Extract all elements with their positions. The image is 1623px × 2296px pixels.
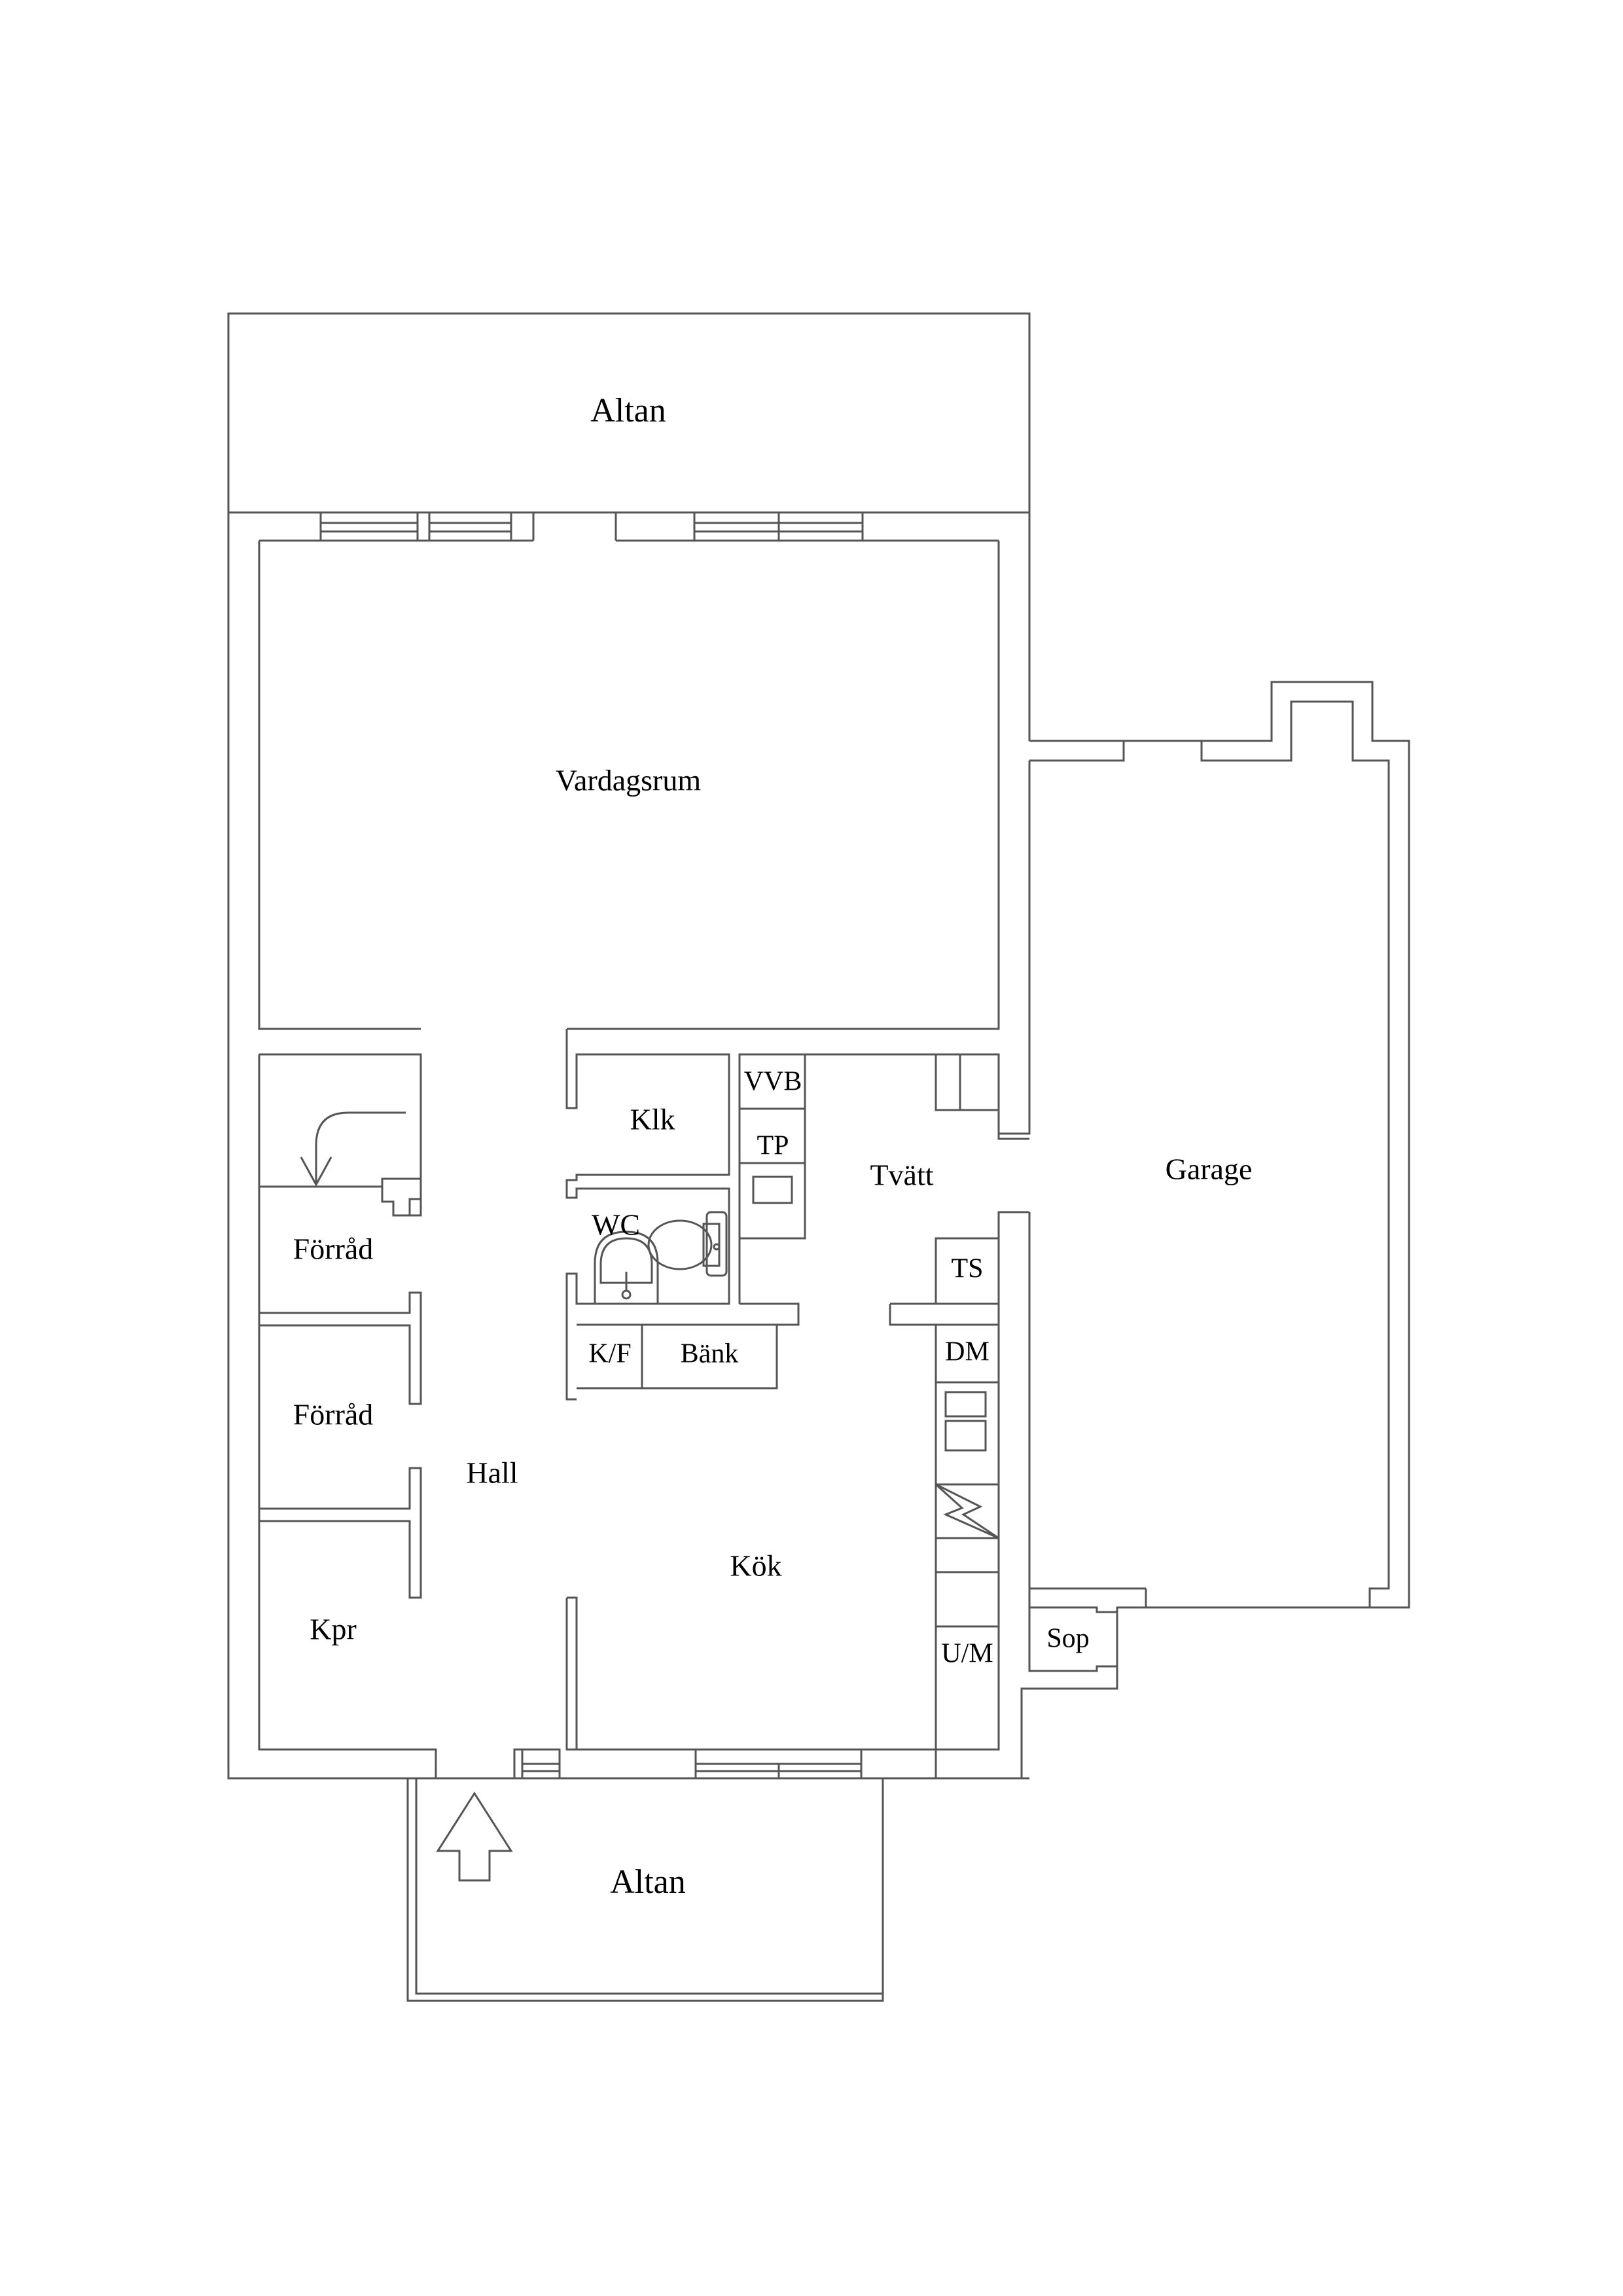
stove-icon — [935, 1483, 999, 1539]
right-column — [889, 1053, 1029, 1751]
room-label-kok: Kök — [730, 1549, 781, 1583]
room-label-garage: Garage — [1166, 1153, 1253, 1186]
room-label-klk: Klk — [630, 1103, 675, 1136]
room-label-kpr: Kpr — [310, 1613, 357, 1646]
bottom-wall — [259, 1748, 863, 1780]
fixture-label-um: U/M — [941, 1639, 993, 1669]
sop-walls — [1020, 1588, 1146, 1778]
room-label-forrad-2: Förråd — [293, 1398, 374, 1431]
sink-basin-2 — [944, 1420, 987, 1452]
room-label-tvatt: Tvätt — [870, 1158, 933, 1192]
room-label-forrad-1: Förråd — [293, 1232, 374, 1266]
room-label-vardagsrum: Vardagsrum — [556, 764, 701, 797]
toilet-icon — [647, 1211, 728, 1277]
room-label-altan-top: Altan — [590, 392, 666, 429]
room-label-wc: WC — [592, 1208, 640, 1242]
arrow-up-icon — [436, 1791, 513, 1882]
outer-walls — [227, 512, 1031, 1780]
fixture-label-ts: TS — [951, 1254, 983, 1284]
window-top-right — [616, 511, 864, 542]
room-label-hall: Hall — [466, 1456, 518, 1490]
fixture-label-dm: DM — [945, 1337, 990, 1367]
sink-basin-1 — [944, 1391, 987, 1418]
washbasin-icon — [594, 1230, 659, 1304]
window-top-left — [319, 511, 535, 542]
room-label-altan-bottom: Altan — [610, 1863, 686, 1901]
door-swing-arrow-icon — [315, 1111, 406, 1185]
fixture-label-vvb: VVB — [744, 1067, 802, 1097]
room-label-sop: Sop — [1046, 1624, 1089, 1654]
fixture-label-bank: Bänk — [681, 1339, 739, 1369]
fixture-label-tp: TP — [757, 1131, 789, 1161]
altan-top — [227, 312, 1031, 514]
center-walls — [565, 1029, 999, 1778]
fixture-label-kf: K/F — [588, 1339, 631, 1369]
garage-walls — [999, 681, 1410, 1609]
altan-bottom — [406, 1778, 884, 2002]
